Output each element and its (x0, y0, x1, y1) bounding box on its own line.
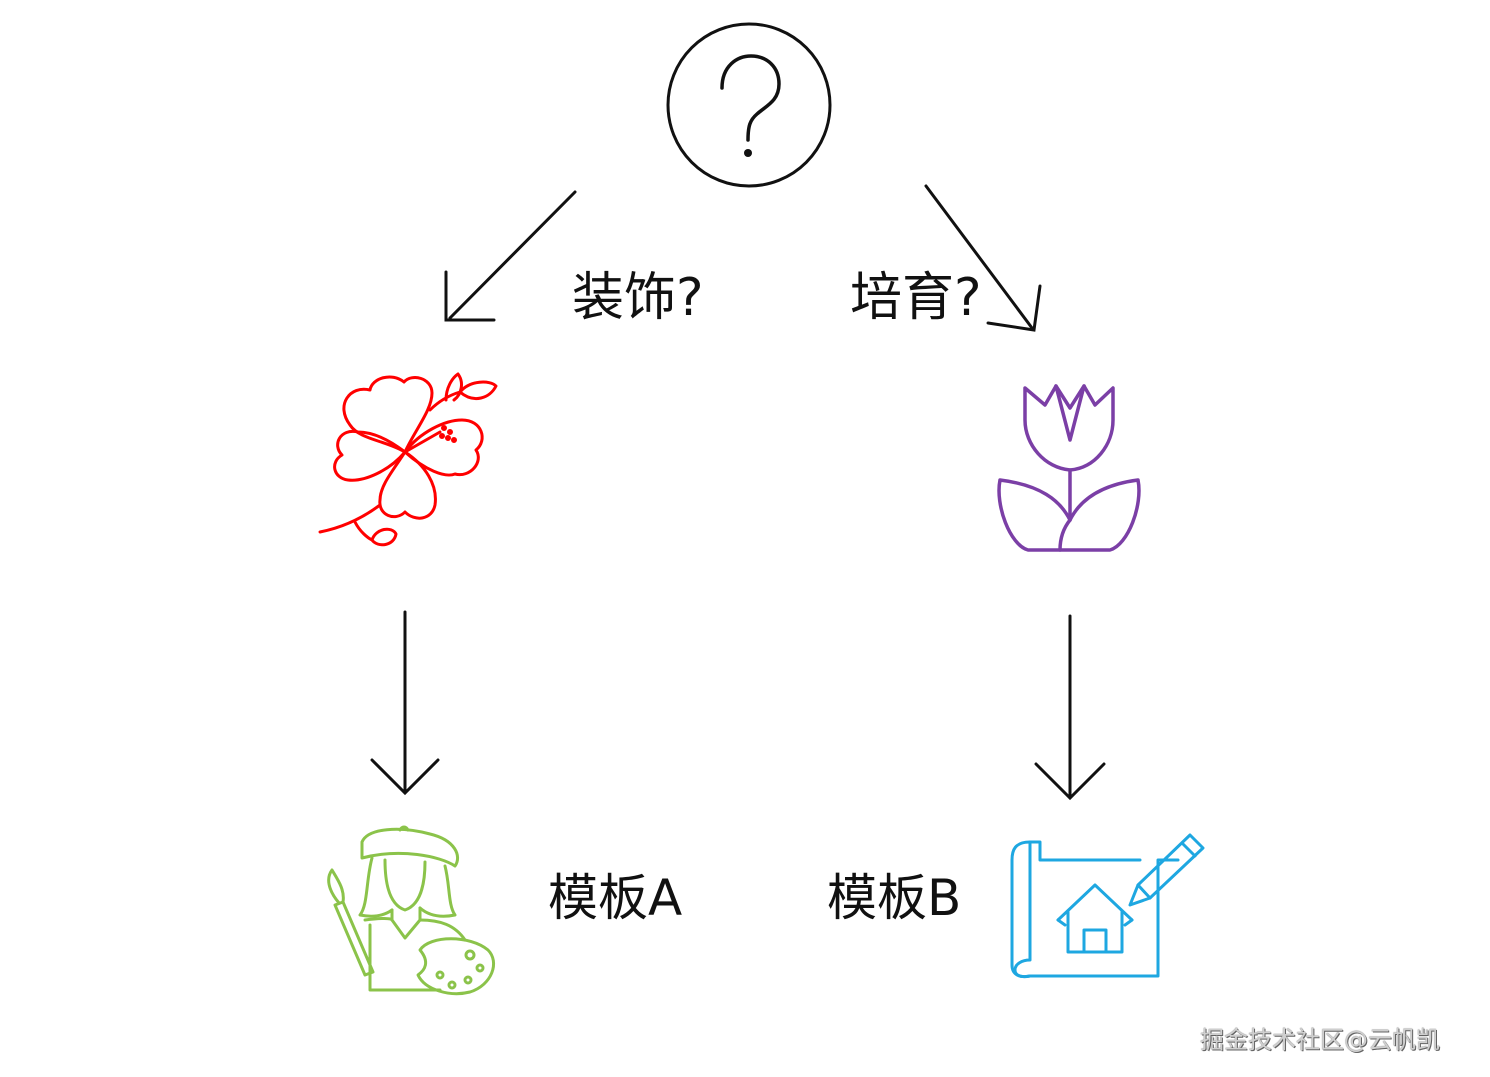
question-mark-icon (666, 22, 832, 188)
template-a-label: 模板A (548, 869, 683, 927)
hibiscus-flower-icon (318, 372, 498, 547)
watermark-text: 掘金技术社区@云帆凯 (1200, 1026, 1440, 1054)
template-b-label: 模板B (827, 869, 962, 927)
painter-artist-icon (327, 825, 496, 996)
arrow-cultivate-to-template-b (1034, 614, 1106, 801)
arrow-decorate-to-template-a (370, 610, 440, 796)
decorate-question-label: 装饰? (572, 268, 704, 328)
cultivate-question-label: 培育? (850, 268, 982, 328)
arrow-root-to-cultivate (924, 184, 1042, 332)
arrow-root-to-decorate (444, 190, 577, 322)
house-blueprint-icon (1010, 833, 1205, 979)
tulip-plant-icon (997, 384, 1141, 552)
